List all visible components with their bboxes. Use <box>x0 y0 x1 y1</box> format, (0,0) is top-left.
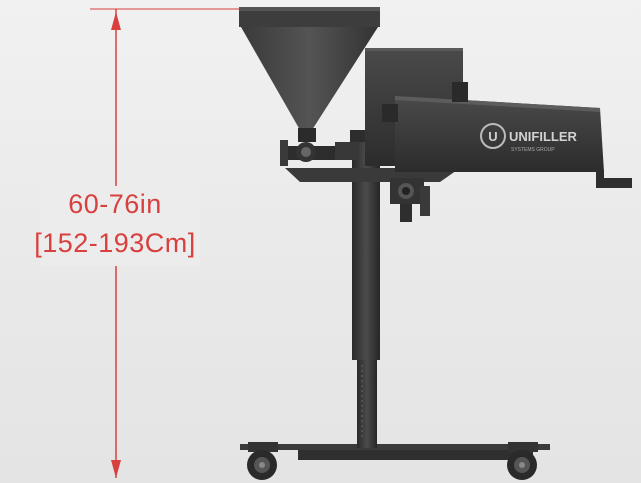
svg-text:U: U <box>488 129 497 144</box>
brand-subtitle: SYSTEMS GROUP <box>511 147 555 153</box>
height-label-inches: 60-76in <box>68 189 162 219</box>
wheel-left <box>247 442 278 480</box>
arrow-up-icon <box>111 12 121 30</box>
pressure-regulator <box>390 178 430 222</box>
hopper <box>239 7 380 142</box>
unifiller-logo: U UNIFILLER SYSTEMS GROUP <box>480 123 577 153</box>
main-body: U UNIFILLER SYSTEMS GROUP <box>365 48 632 188</box>
height-dimension-line <box>40 8 240 478</box>
arrow-down-icon <box>111 460 121 478</box>
brand-name: UNIFILLER <box>509 129 577 144</box>
wheel-right <box>507 442 538 480</box>
height-label-cm: [152-193Cm] <box>34 228 196 258</box>
base-frame <box>240 442 550 480</box>
valve-assembly <box>280 140 357 166</box>
